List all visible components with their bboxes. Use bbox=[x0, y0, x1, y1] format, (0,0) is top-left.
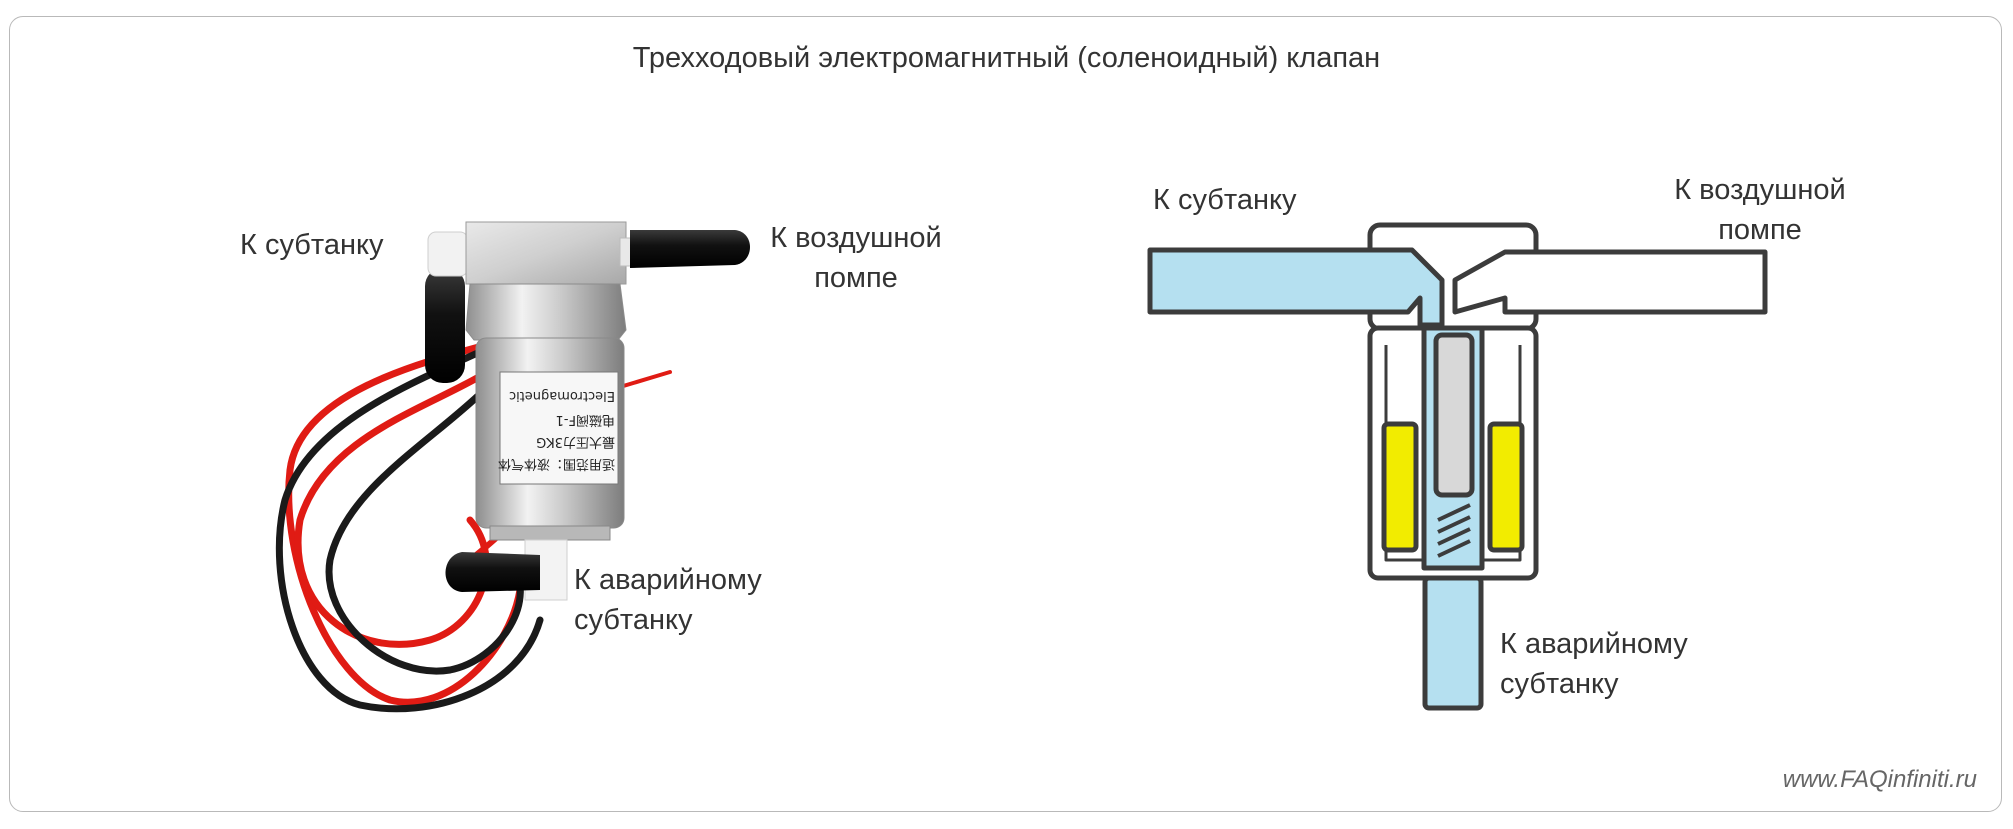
photo-label-emergency-line1: К аварийному bbox=[574, 564, 762, 596]
schematic-label-emergency-line2: субтанку bbox=[1500, 668, 1619, 700]
schematic-right-channel bbox=[1452, 249, 1768, 315]
valve-top-block bbox=[465, 221, 627, 285]
bottom-port-cap bbox=[445, 552, 540, 592]
figure-frame bbox=[9, 16, 2002, 812]
schematic-coil-right bbox=[1487, 421, 1525, 553]
sticker-text-1: 适用范围：液体气体 bbox=[498, 456, 615, 472]
schematic-coil-left bbox=[1381, 421, 1419, 553]
wire-black bbox=[275, 341, 544, 713]
valve-sticker bbox=[499, 371, 619, 485]
wire-bundle bbox=[275, 336, 672, 713]
figure-title: Трехходовый электромагнитный (соленоидны… bbox=[632, 42, 1381, 74]
photo-label-subtank: К субтанку bbox=[240, 229, 384, 261]
schematic-label-emergency-line1: К аварийному bbox=[1500, 628, 1688, 660]
left-port-cap bbox=[425, 231, 469, 383]
photo-label-air-pump-line2: помпе bbox=[814, 262, 898, 294]
schematic-bottom-outlet bbox=[1422, 575, 1484, 711]
photo-label-emergency: К аварийному субтанку bbox=[574, 560, 762, 640]
schematic-label-subtank: К субтанку bbox=[1153, 184, 1297, 216]
schematic-spring bbox=[1437, 503, 1471, 558]
schematic-label-air-pump: К воздушной помпе bbox=[1660, 170, 1860, 250]
schematic-plunger bbox=[1433, 332, 1475, 498]
schematic-label-air-pump-line1: К воздушной bbox=[1674, 174, 1846, 206]
sticker-text-3: 电磁阀F-1 bbox=[556, 412, 615, 427]
wire-black bbox=[325, 341, 524, 675]
schematic-left-channel bbox=[1147, 247, 1445, 328]
photo-label-air-pump: К воздушной помпе bbox=[756, 218, 956, 298]
wire-red bbox=[294, 346, 519, 648]
schematic-label-air-pump-line2: помпе bbox=[1718, 214, 1802, 246]
sticker-text-2: 最大压力3KG bbox=[536, 434, 615, 449]
schematic-label-emergency: К аварийному субтанку bbox=[1500, 624, 1688, 704]
right-port-cap bbox=[630, 230, 750, 268]
photo-label-air-pump-line1: К воздушной bbox=[770, 222, 942, 254]
sticker-text-4: Electromagnetic bbox=[509, 388, 615, 403]
watermark: www.FAQinfiniti.ru bbox=[1782, 766, 1977, 793]
photo-label-emergency-line2: субтанку bbox=[574, 604, 693, 636]
